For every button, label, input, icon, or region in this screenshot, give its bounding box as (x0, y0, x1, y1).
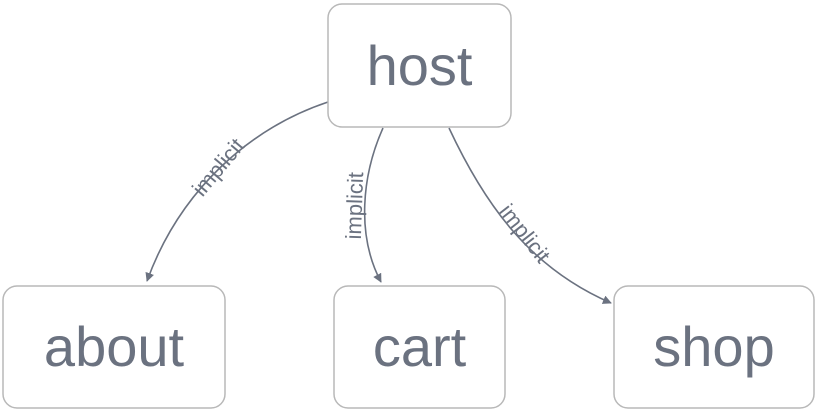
node-host-box (327, 3, 512, 128)
node-about-box (2, 285, 226, 409)
node-about: about (2, 285, 226, 409)
edge-host-cart-line (363, 127, 384, 283)
node-host-label: host (367, 34, 473, 97)
node-cart: cart (333, 285, 506, 409)
node-shop: shop (613, 285, 815, 409)
edge-host-cart: implicit (341, 127, 384, 283)
node-host: host (327, 3, 512, 128)
node-about-label: about (44, 315, 185, 378)
node-shop-label: shop (653, 315, 774, 378)
edge-host-about-label: implicit (187, 133, 249, 201)
edge-host-shop-label: implicit (494, 199, 555, 267)
edge-host-cart-label: implicit (341, 172, 368, 240)
edge-host-shop-line (448, 127, 612, 304)
edge-host-about-line (145, 101, 329, 282)
edge-host-about: implicit (145, 101, 329, 282)
edge-host-shop: implicit (448, 127, 612, 304)
node-shop-box (613, 285, 815, 409)
node-cart-label: cart (373, 315, 467, 378)
node-cart-box (333, 285, 506, 409)
